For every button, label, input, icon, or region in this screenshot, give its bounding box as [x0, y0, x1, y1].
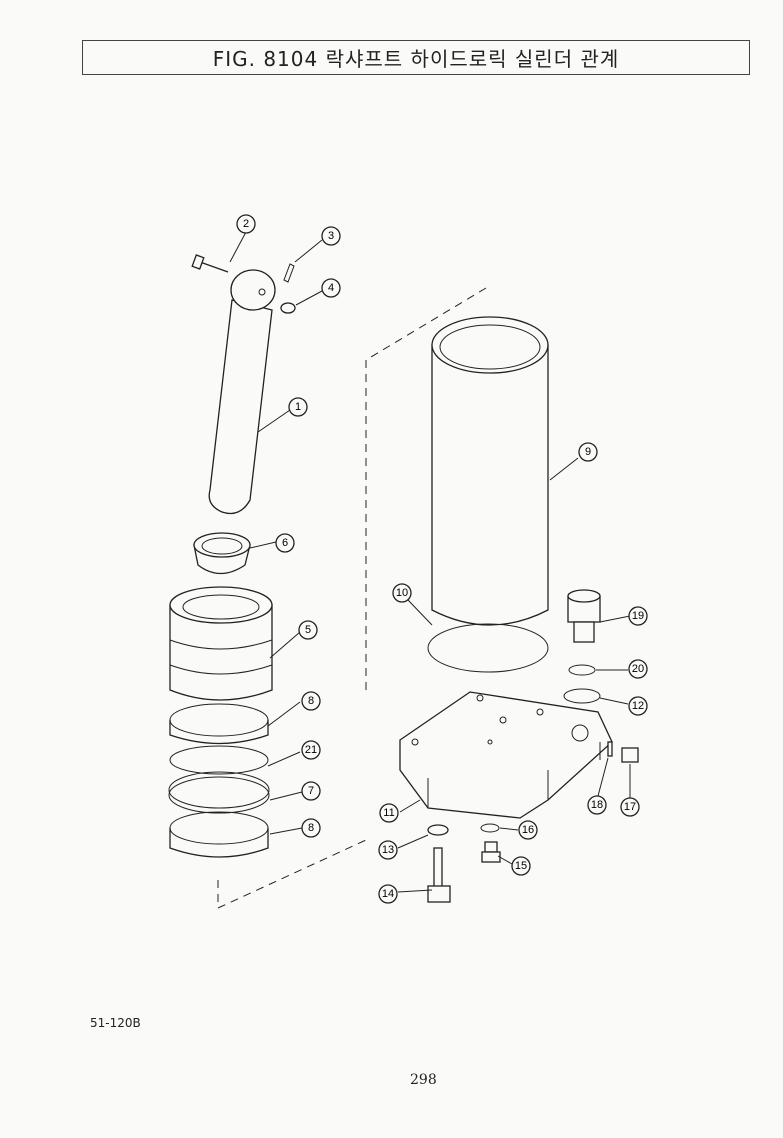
pin-part — [191, 254, 229, 273]
callout-6: 6 — [275, 533, 295, 553]
svg-text:8: 8 — [308, 822, 314, 834]
callout-15: 15 — [511, 856, 531, 876]
svg-text:21: 21 — [305, 744, 317, 756]
callout-5: 5 — [298, 620, 318, 640]
svg-text:11: 11 — [383, 807, 394, 819]
svg-text:19: 19 — [632, 610, 644, 622]
svg-text:9: 9 — [585, 446, 591, 458]
fitting-part — [567, 589, 601, 643]
svg-text:13: 13 — [382, 844, 394, 856]
callout-19: 19 — [628, 606, 648, 626]
shaft-part — [208, 269, 276, 515]
callout-17: 17 — [620, 797, 640, 817]
callout-9: 9 — [578, 442, 598, 462]
base-plate-part — [399, 691, 613, 819]
callout-21: 21 — [301, 740, 321, 760]
callout-10: 10 — [392, 583, 412, 603]
ring-7 — [168, 771, 270, 814]
svg-text:5: 5 — [305, 624, 311, 636]
callout-7: 7 — [301, 781, 321, 801]
svg-text:6: 6 — [282, 537, 288, 549]
plug-15 — [481, 841, 501, 863]
assembly-dash-line-left — [217, 839, 367, 909]
callout-18: 18 — [587, 795, 607, 815]
page-number: 298 — [410, 1072, 437, 1088]
svg-text:4: 4 — [328, 282, 334, 294]
cotter-pin-part — [283, 263, 295, 283]
seal-18 — [607, 741, 613, 757]
callout-14: 14 — [378, 884, 398, 904]
svg-text:1: 1 — [295, 401, 301, 413]
assembly-dash-line-right — [365, 287, 487, 690]
svg-text:8: 8 — [308, 695, 314, 707]
svg-text:10: 10 — [396, 587, 408, 599]
bolt-14 — [427, 847, 451, 903]
cylinder-o-ring — [427, 623, 549, 673]
svg-text:14: 14 — [382, 888, 394, 900]
callout-11: 11 — [379, 803, 399, 823]
washer-part — [280, 302, 296, 314]
plug-17 — [621, 747, 639, 763]
callout-13: 13 — [378, 840, 398, 860]
ring-21 — [169, 745, 269, 775]
callout-3: 3 — [321, 226, 341, 246]
ring-8-lower — [169, 811, 269, 858]
svg-text:2: 2 — [243, 218, 249, 230]
washer-13 — [427, 824, 449, 836]
callout-4: 4 — [321, 278, 341, 298]
leader-lines — [229, 231, 631, 893]
ring-8-upper — [169, 703, 269, 745]
svg-text:7: 7 — [308, 785, 314, 797]
svg-text:15: 15 — [515, 860, 527, 872]
svg-text:3: 3 — [328, 230, 334, 242]
svg-text:20: 20 — [632, 663, 644, 675]
o-ring-20 — [568, 664, 596, 676]
bushing-part — [193, 532, 251, 575]
svg-text:17: 17 — [624, 801, 636, 813]
drawing-code: 51-120B — [90, 1016, 141, 1030]
piston-part — [169, 586, 273, 701]
callout-8-lower: 8 — [301, 818, 321, 838]
callout-12: 12 — [628, 696, 648, 716]
callout-20: 20 — [628, 659, 648, 679]
callout-16: 16 — [518, 820, 538, 840]
svg-text:12: 12 — [632, 700, 644, 712]
svg-text:16: 16 — [522, 824, 534, 836]
svg-text:18: 18 — [591, 799, 603, 811]
o-ring-16 — [480, 823, 500, 833]
figure-title: FIG. 8104 락샤프트 하이드로릭 실린더 관계 — [82, 40, 750, 75]
callout-2: 2 — [236, 214, 256, 234]
callout-8-upper: 8 — [301, 691, 321, 711]
callout-1: 1 — [288, 397, 308, 417]
cylinder-part — [431, 316, 549, 626]
o-ring-12 — [563, 688, 601, 704]
